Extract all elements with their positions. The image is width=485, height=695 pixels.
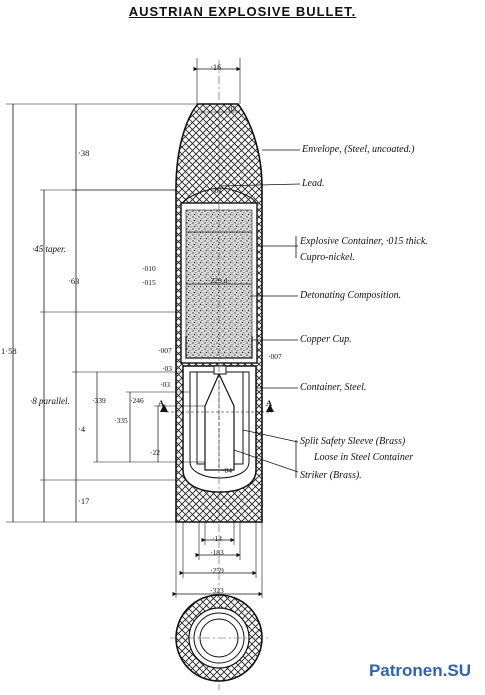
dim-17: ·17: [78, 496, 90, 506]
dim-015: ·015: [142, 278, 156, 287]
dim-03a: ·03: [162, 364, 172, 373]
label-split-sleeve: Split Safety Sleeve (Brass): [300, 436, 406, 447]
dim-04: ·04: [222, 466, 232, 475]
dim-22: ·22: [150, 448, 160, 457]
label-cupro-nickel: Cupro-nickel.: [300, 252, 355, 263]
page-title: AUSTRIAN EXPLOSIVE BULLET.: [128, 4, 357, 19]
dim-339: ·339: [92, 396, 106, 405]
striker: [204, 372, 235, 471]
dim-007b: ·007: [268, 352, 282, 361]
dim-w323: ·323: [210, 586, 224, 595]
label-detonating: Detonating Composition.: [300, 290, 402, 301]
dim-4: ·4: [78, 424, 86, 434]
lead-core: [181, 187, 258, 206]
dim-tip: ·03: [226, 104, 236, 113]
label-explosive-container: Explosive Container, ·015 thick.: [300, 236, 428, 247]
dim-007a: ·007: [158, 346, 172, 355]
label-striker: Striker (Brass).: [300, 470, 362, 481]
label-lead: Lead.: [302, 178, 325, 189]
label-copper-cup: Copper Cup.: [300, 334, 352, 345]
label-envelope: Envelope, (Steel, uncoated.): [302, 144, 415, 155]
dim-top-width: ·16: [210, 62, 222, 72]
section-a-left: A: [158, 398, 165, 408]
dim-01: ·01: [212, 186, 222, 195]
dim-overall: 1·58: [1, 346, 17, 356]
dim-inner-dia: ·229 d·: [208, 276, 230, 285]
dim-246: ·246: [130, 396, 144, 405]
label-container-steel: Container, Steel.: [300, 382, 367, 393]
dim-parallel: ·8 parallel.: [30, 396, 70, 406]
section-a-right: A: [266, 398, 273, 408]
watermark: Patronen.SU: [368, 661, 471, 680]
dim-38: ·38: [78, 148, 90, 158]
copper-cup: [185, 336, 253, 359]
dim-w183: ·183: [210, 548, 224, 557]
dim-010: ·010: [142, 264, 156, 273]
dim-w14: ·14: [212, 534, 222, 543]
dim-335: ·335: [114, 416, 128, 425]
dim-w259: ·259: [210, 566, 224, 575]
dim-03b: ·03: [160, 380, 170, 389]
dim-taper: ·45 taper.: [32, 244, 66, 254]
label-loose: Loose in Steel Container: [314, 452, 414, 463]
dim-63: ·63: [68, 276, 80, 286]
